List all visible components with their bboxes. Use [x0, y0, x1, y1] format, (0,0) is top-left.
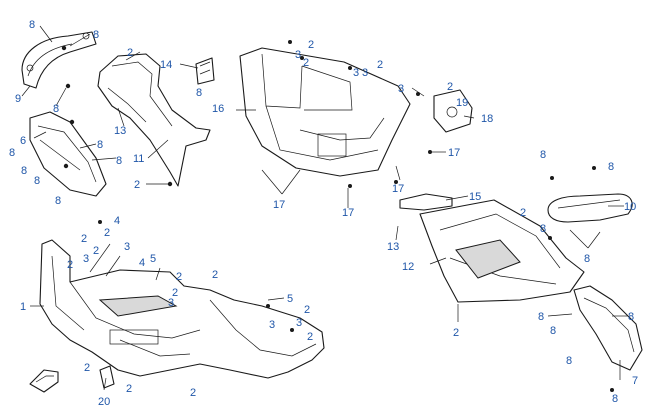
callout-number: 17: [273, 199, 285, 211]
fasteners: [61, 40, 614, 392]
callout-number: 4: [114, 215, 120, 227]
callout-number: 8: [53, 103, 59, 115]
callout-number: 8: [34, 175, 40, 187]
callout-number: 12: [402, 261, 414, 273]
callout-number: 8: [9, 147, 15, 159]
callout-number: 3: [83, 253, 89, 265]
callout-number: 5: [287, 293, 293, 305]
callout-number: 8: [540, 223, 546, 235]
callout-number: 2: [212, 269, 218, 281]
callout-number: 3: [295, 49, 301, 61]
callout-number: 2: [126, 383, 132, 395]
callout-number: 17: [342, 207, 354, 219]
callout-number: 3: [124, 241, 130, 253]
callout-number: 3: [353, 67, 359, 79]
callout-number: 8: [196, 87, 202, 99]
callout-number: 11: [133, 153, 144, 165]
callout-number: 2: [307, 331, 313, 343]
callout-number: 8: [540, 149, 546, 161]
front-direction-arrow-icon: [29, 369, 59, 393]
callout-number: 8: [538, 311, 544, 323]
part-bracket: [195, 57, 215, 85]
callout-number: 8: [97, 139, 103, 151]
callout-number: 17: [448, 147, 460, 159]
callout-number: 2: [176, 271, 182, 283]
callout-number: 2: [303, 57, 309, 69]
callout-number: 7: [632, 375, 638, 387]
part-left-side-panel: [29, 111, 107, 197]
callout-number: 1: [20, 301, 26, 313]
callout-number: 2: [308, 39, 314, 51]
callout-number: 2: [453, 327, 459, 339]
part-clip: [99, 365, 115, 389]
callout-number: 19: [456, 97, 468, 109]
callout-number: 8: [612, 393, 618, 405]
callout-number: 2: [84, 362, 90, 374]
callout-number: 5: [150, 253, 156, 265]
callout-number: 2: [127, 47, 133, 59]
callout-number: 18: [481, 113, 493, 125]
callout-number: 2: [93, 245, 99, 257]
callout-number: 2: [172, 287, 178, 299]
part-right-fender: [573, 285, 643, 371]
callout-number: 2: [304, 304, 310, 316]
callout-number: 8: [93, 29, 99, 41]
callout-number: 16: [212, 103, 224, 115]
callout-number: 2: [520, 207, 526, 219]
callout-number: 13: [387, 241, 399, 253]
part-rear-panel: [239, 47, 411, 177]
callout-number: 8: [628, 311, 634, 323]
part-small-plate: [433, 89, 473, 133]
part-floor-assembly: [39, 239, 325, 379]
callout-number: 8: [29, 19, 35, 31]
callout-number: 20: [98, 396, 110, 408]
callout-number: 3: [362, 67, 368, 79]
callout-number: 3: [398, 83, 404, 95]
callout-number: 3: [168, 297, 174, 309]
callout-number: 9: [15, 93, 21, 105]
callout-number: 2: [447, 81, 453, 93]
callout-number: 8: [566, 355, 572, 367]
callout-number: 3: [269, 319, 275, 331]
callout-number: 8: [550, 325, 556, 337]
callout-number: 15: [469, 191, 481, 203]
callout-number: 2: [190, 387, 196, 399]
callout-number: 2: [377, 59, 383, 71]
part-center-left-fender: [97, 53, 211, 187]
callout-number: 2: [67, 259, 73, 271]
callout-number: 3: [296, 317, 302, 329]
callout-number: 13: [114, 125, 126, 137]
part-right-cover: [399, 193, 585, 303]
callout-labels: 8 8 9 8 2 14 13 8 11 2 6 8 8 8 8 8 8 2 3…: [9, 19, 638, 408]
callout-number: 8: [21, 165, 27, 177]
callout-number: 2: [134, 179, 140, 191]
callout-number: 14: [160, 59, 172, 71]
part-grab-bar: [547, 193, 633, 223]
leader-lines: [21, 25, 628, 391]
callout-number: 10: [624, 201, 636, 213]
callout-number: 6: [20, 135, 26, 147]
callout-number: 2: [81, 233, 87, 245]
callout-number: 4: [139, 257, 145, 269]
callout-number: 2: [104, 227, 110, 239]
callout-number: 17: [392, 183, 404, 195]
part-upper-left-guard: [21, 31, 97, 89]
callout-number: 8: [608, 161, 614, 173]
callout-number: 8: [55, 195, 61, 207]
callout-number: 8: [116, 155, 122, 167]
callout-number: 8: [584, 253, 590, 265]
